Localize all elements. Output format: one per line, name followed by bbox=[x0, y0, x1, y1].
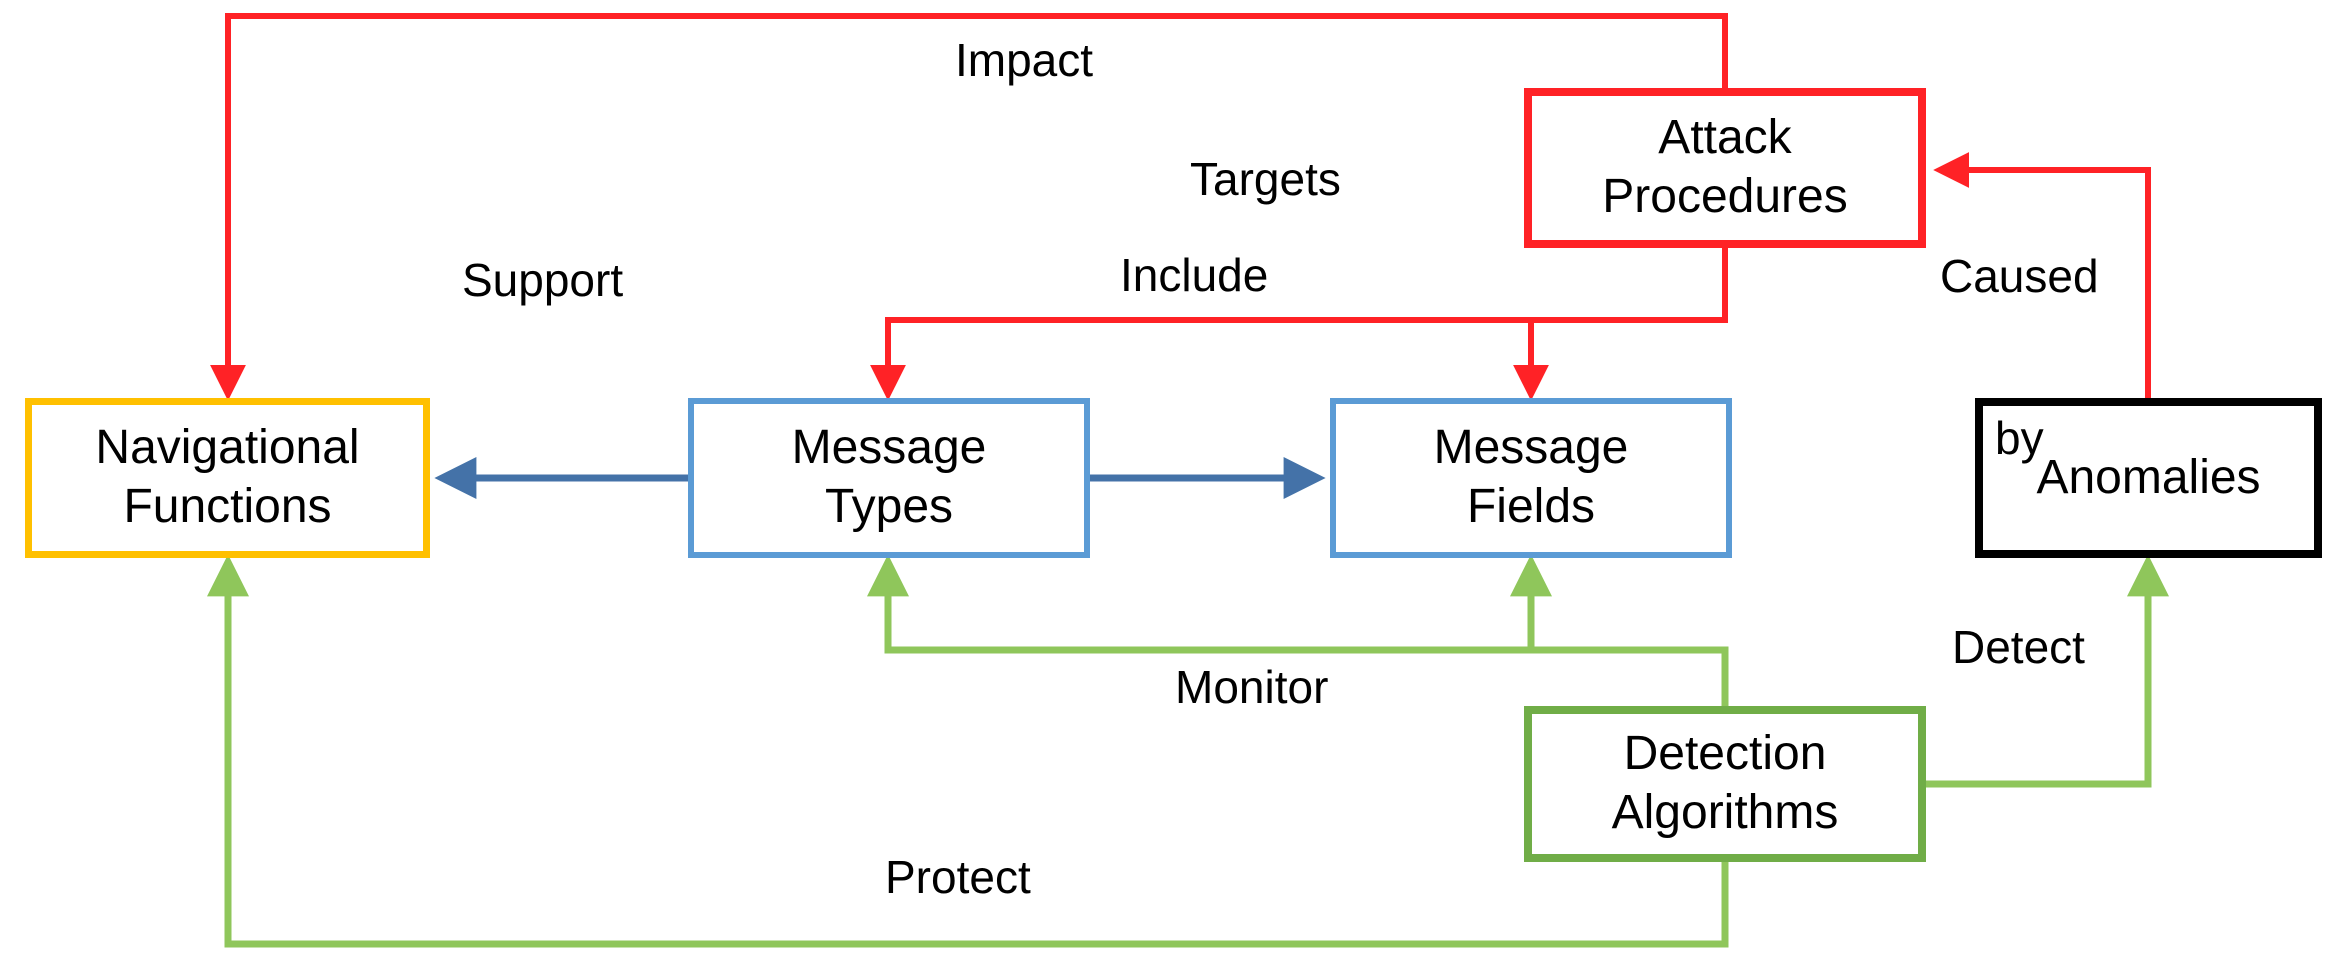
node-navigational-functions-line1: Navigational bbox=[95, 421, 360, 475]
edge-label-targets: Targets bbox=[1190, 153, 1341, 205]
edge-label-protect: Protect bbox=[885, 851, 1031, 903]
edge-label-detect: Detect bbox=[1952, 621, 2085, 673]
node-attack-procedures[interactable]: Attack Procedures bbox=[1524, 88, 1926, 248]
node-message-fields-line2: Fields bbox=[1466, 480, 1596, 533]
node-attack-procedures-line2: Procedures bbox=[1602, 170, 1848, 223]
edge-impact bbox=[210, 13, 1728, 401]
edge-monitor-to-message-types bbox=[867, 554, 1729, 706]
edge-caused-by bbox=[1933, 152, 2151, 398]
edge-label-include: Include bbox=[1120, 249, 1269, 301]
node-navigational-functions-line2: Functions bbox=[123, 480, 332, 533]
edge-label-caused-by: Caused by bbox=[1940, 140, 2099, 574]
node-message-fields-line1: Message bbox=[1433, 421, 1629, 475]
edge-label-support: Support bbox=[462, 254, 624, 306]
node-anomalies[interactable]: Anomalies bbox=[1975, 398, 2322, 558]
node-attack-procedures-line1: Attack bbox=[1658, 111, 1792, 165]
edge-label-caused-by-line2: by bbox=[1994, 412, 2044, 465]
edge-label-caused-by-line1: Caused bbox=[1940, 249, 2099, 302]
node-detection-algorithms-line2: Algorithms bbox=[1611, 786, 1839, 839]
node-message-fields[interactable]: Message Fields bbox=[1330, 398, 1732, 558]
node-message-types-line1: Message bbox=[791, 421, 987, 475]
node-detection-algorithms-line1: Detection bbox=[1623, 727, 1827, 781]
node-anomalies-line1: Anomalies bbox=[2036, 450, 2261, 504]
edge-label-monitor: Monitor bbox=[1175, 661, 1329, 713]
node-message-types-line2: Types bbox=[824, 480, 954, 533]
edge-label-impact: Impact bbox=[955, 34, 1094, 86]
edge-protect bbox=[207, 554, 1729, 948]
node-message-types[interactable]: Message Types bbox=[688, 398, 1090, 558]
node-navigational-functions[interactable]: Navigational Functions bbox=[25, 398, 430, 558]
edge-targets-to-message-types bbox=[870, 248, 1728, 401]
node-detection-algorithms[interactable]: Detection Algorithms bbox=[1524, 706, 1926, 862]
edge-detect bbox=[1926, 554, 2169, 788]
